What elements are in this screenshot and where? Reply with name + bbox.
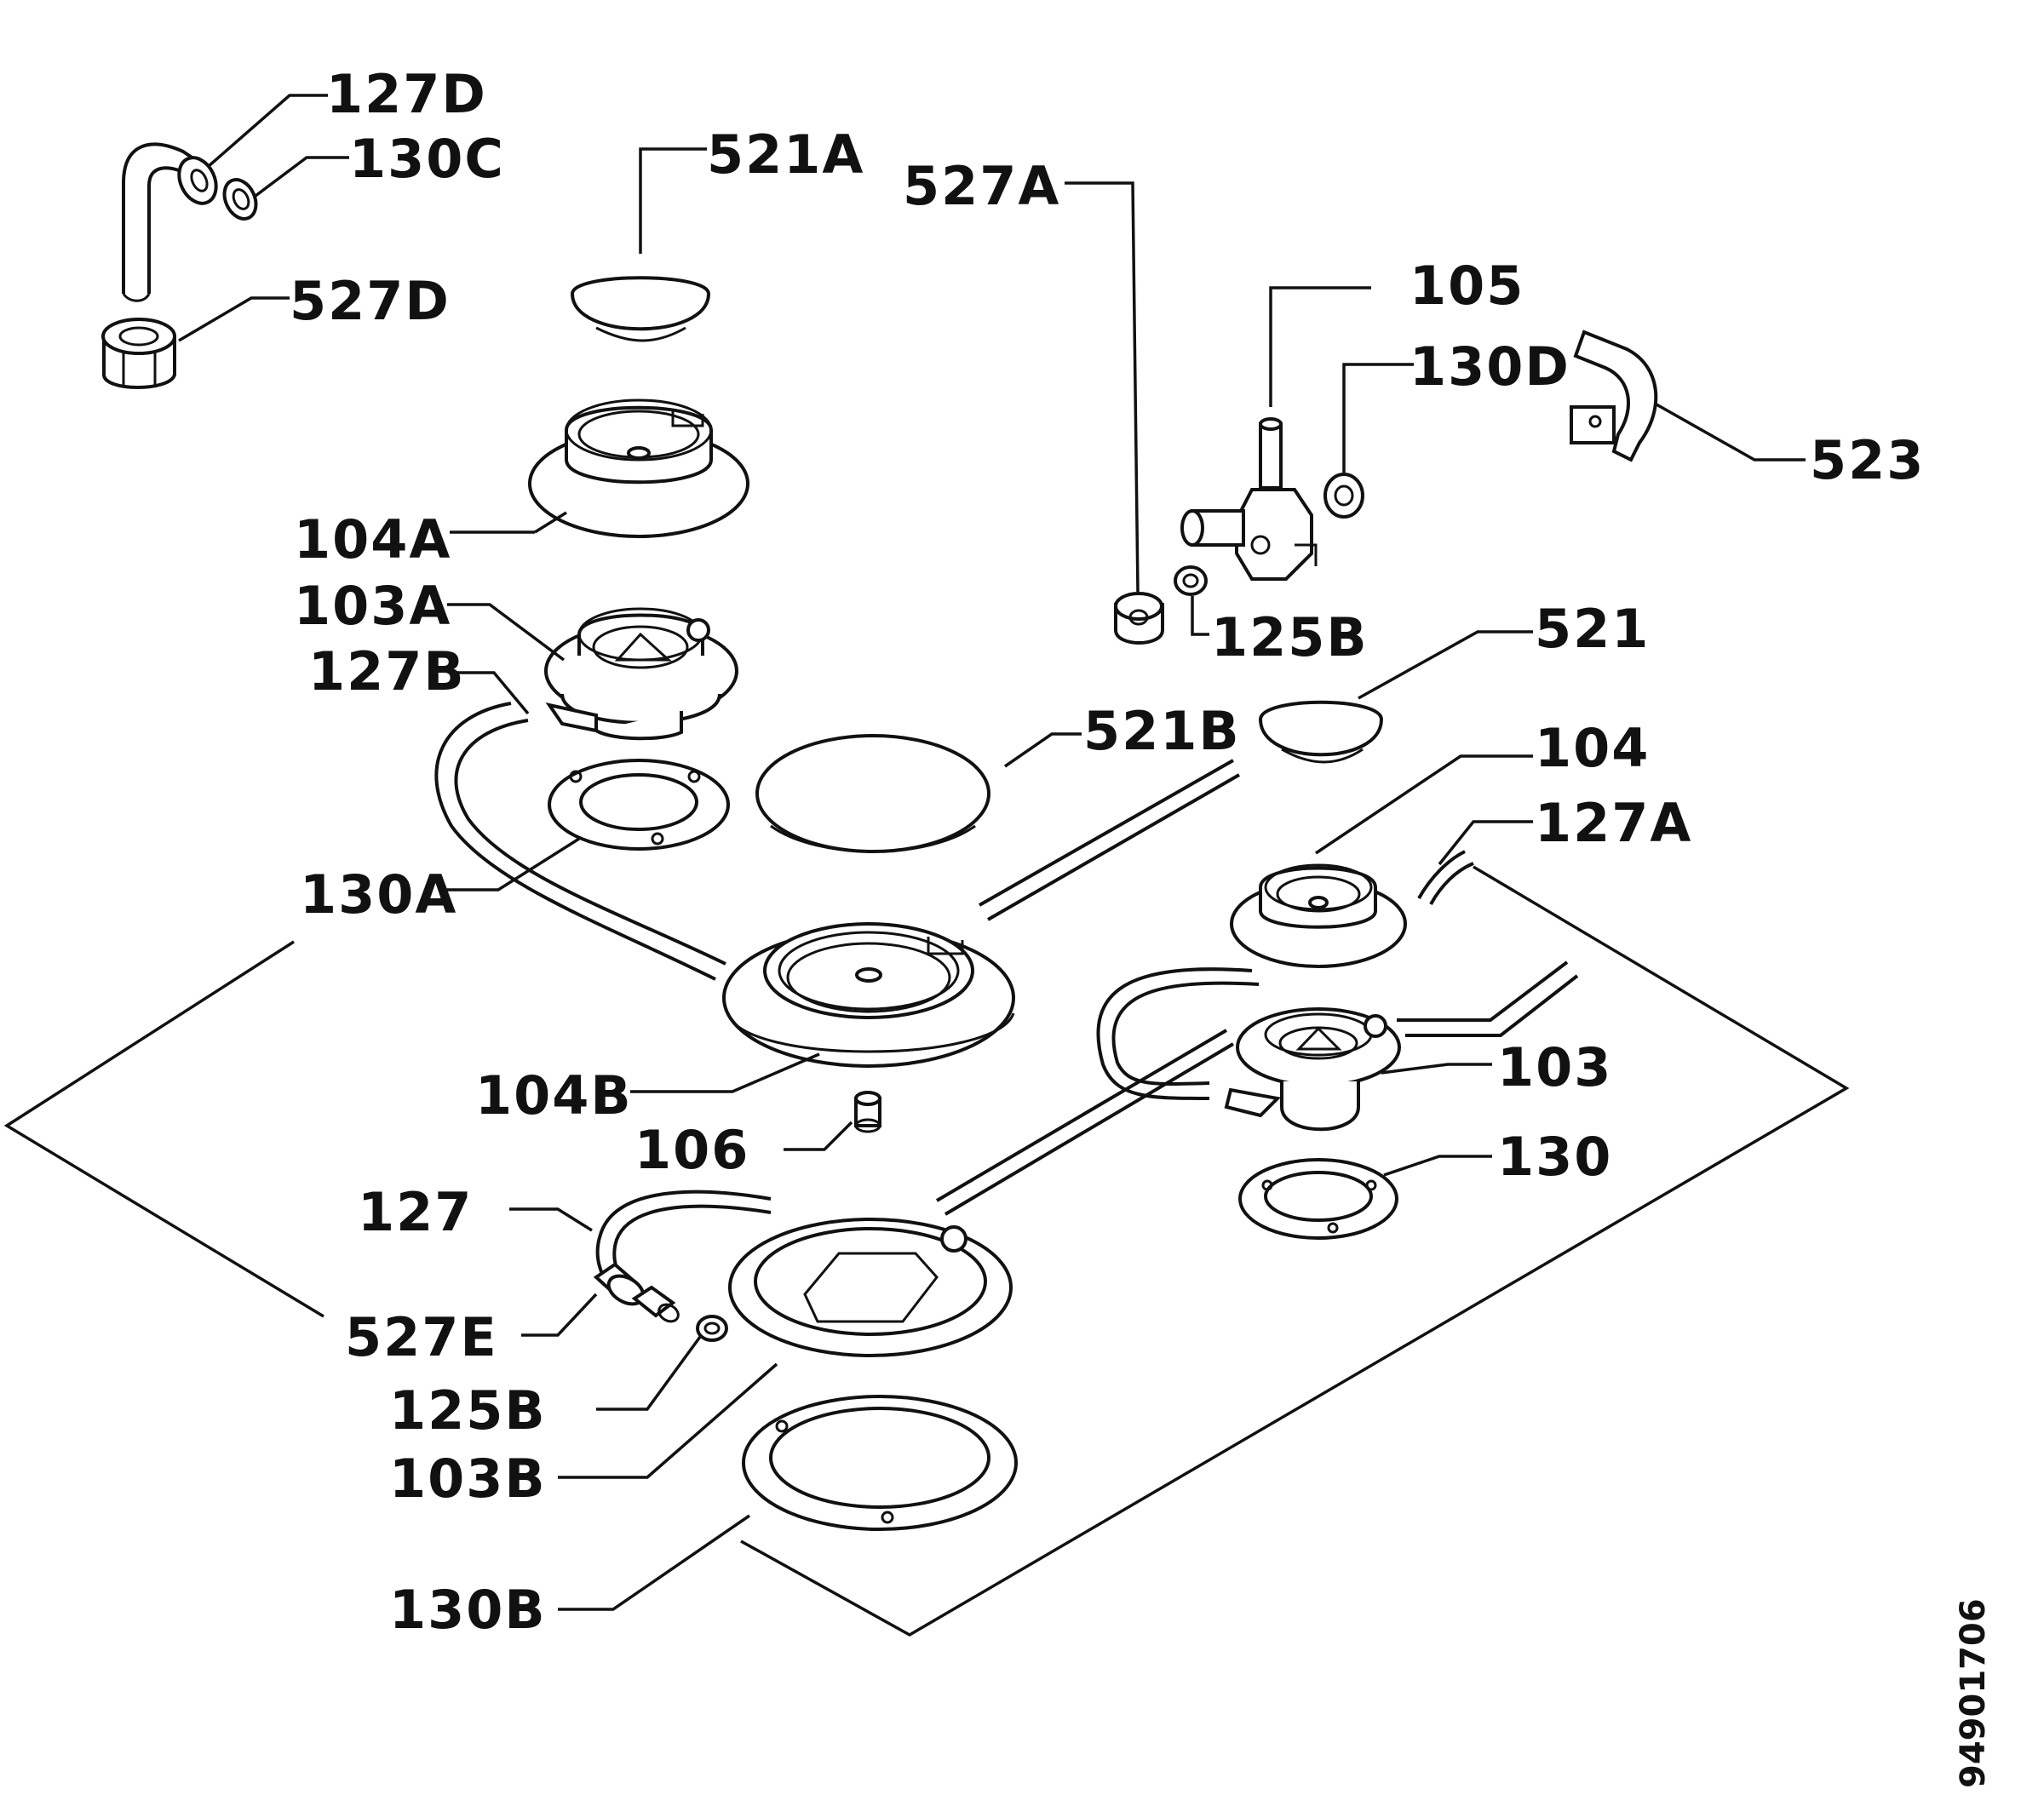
part-130A-seal-ring [548, 759, 730, 851]
cooktop-outline [3, 865, 1850, 1637]
leader-lines [178, 94, 1806, 1611]
part-103B-burner-body [728, 1218, 1013, 1357]
part-130-seal-ring [1238, 1158, 1398, 1240]
part-527E-fitting [593, 1262, 680, 1323]
label-130B: 130B [389, 1579, 547, 1641]
label-103: 103 [1497, 1036, 1612, 1098]
label-527A: 527A [903, 155, 1060, 217]
part-523-clip [1570, 330, 1658, 462]
part-104B-burner [722, 922, 1015, 1068]
label-103B: 103B [389, 1448, 547, 1510]
part-106-injector [854, 1091, 881, 1133]
label-521B: 521B [1083, 700, 1241, 762]
label-103A: 103A [294, 575, 451, 637]
label-127A: 127A [1535, 792, 1692, 854]
part-104-burner [1230, 863, 1407, 968]
part-labels: 127D 130C 527D 521A 527A 105 130D 523 10… [290, 63, 1925, 1641]
label-125B-upper: 125B [1211, 606, 1369, 668]
part-130C-washer [222, 178, 258, 221]
label-527E: 527E [345, 1306, 498, 1368]
label-127: 127 [358, 1181, 473, 1243]
part-527D-nut [101, 318, 176, 389]
label-527D: 527D [290, 270, 451, 332]
part-521-cap [1258, 700, 1384, 764]
part-521B-cap [755, 734, 990, 853]
label-105: 105 [1410, 255, 1524, 317]
part-527A-nut [1114, 592, 1164, 645]
label-130: 130 [1497, 1126, 1612, 1188]
label-130D: 130D [1410, 335, 1570, 398]
part-130D-washer [1323, 473, 1364, 519]
label-104B: 104B [475, 1064, 633, 1127]
label-127B: 127B [308, 640, 466, 702]
label-521: 521 [1535, 598, 1650, 660]
label-130C: 130C [349, 128, 505, 190]
part-125B-olive-lower [696, 1315, 728, 1342]
part-127D-elbow [122, 142, 218, 302]
label-127D: 127D [326, 63, 487, 125]
label-104A: 104A [294, 508, 451, 570]
part-130B-seal-ring [742, 1395, 1018, 1531]
part-521A-cap [570, 276, 711, 342]
part-125B-olive-upper [1174, 565, 1208, 596]
gas-pipes [434, 702, 1579, 1287]
part-105-gas-valve [1180, 417, 1318, 581]
part-103-burner-body [1224, 1007, 1401, 1132]
label-130A: 130A [300, 863, 457, 926]
label-521A: 521A [707, 123, 864, 186]
document-number: 94901706 [1954, 1598, 1993, 1788]
part-104A-burner [528, 398, 749, 538]
label-125B-lower: 125B [389, 1379, 547, 1442]
part-103A-burner-body [544, 607, 738, 741]
label-104: 104 [1535, 717, 1650, 779]
label-106: 106 [634, 1119, 749, 1181]
label-523: 523 [1810, 429, 1925, 491]
